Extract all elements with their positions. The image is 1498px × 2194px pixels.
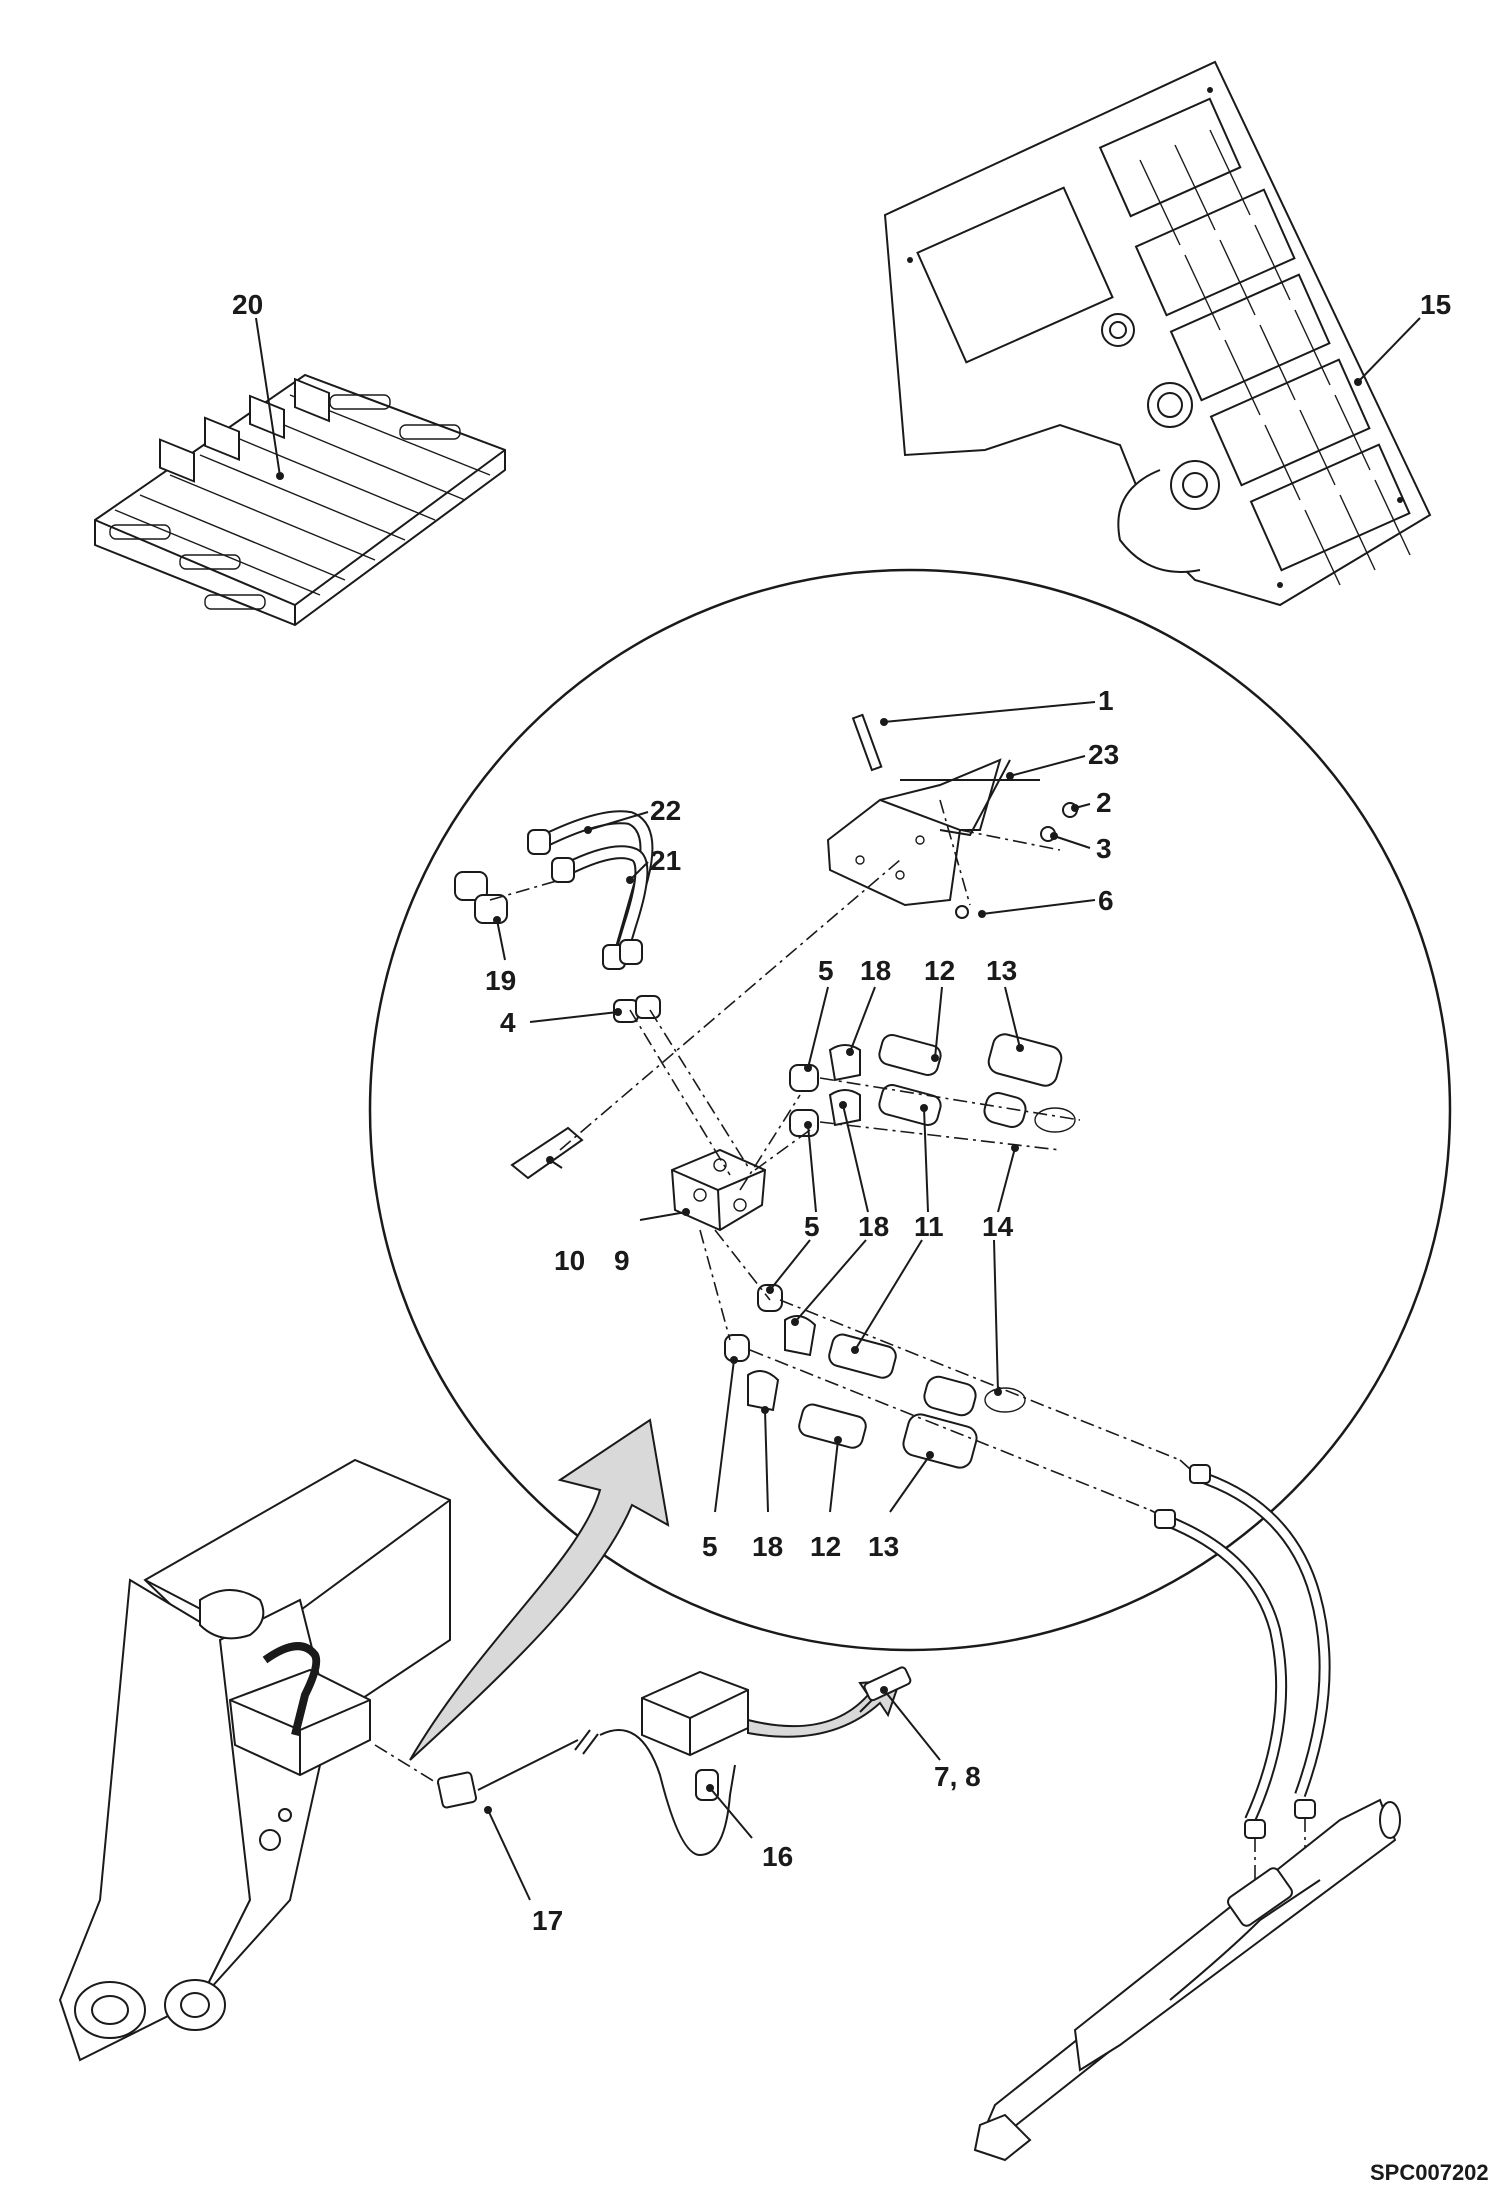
callout-18-mid: 18 <box>858 1211 889 1242</box>
callout-12-top: 12 <box>924 955 955 986</box>
callout-labels: 20 15 1 23 2 3 6 22 21 19 4 5 18 12 13 1… <box>232 289 1451 1936</box>
callout-7-8: 7, 8 <box>934 1761 981 1792</box>
callout-9: 9 <box>614 1245 630 1276</box>
detail-arrow <box>409 1418 670 1761</box>
callout-10: 10 <box>554 1245 585 1276</box>
fitting-19b <box>474 894 508 924</box>
plate-10 <box>510 1126 584 1180</box>
callout-3: 3 <box>1096 833 1112 864</box>
control-module <box>641 1666 912 1757</box>
callout-21: 21 <box>650 845 681 876</box>
lower-coupler-set <box>724 1284 1026 1469</box>
callout-13-bottom: 13 <box>868 1531 899 1562</box>
mounting-bracket <box>826 713 1040 907</box>
assembly-centerlines <box>489 799 1201 1516</box>
callout-1: 1 <box>1098 685 1114 716</box>
callout-19: 19 <box>485 965 516 996</box>
callout-2: 2 <box>1096 787 1112 818</box>
wiring-harness <box>374 1729 736 1857</box>
callout-18-top: 18 <box>860 955 891 986</box>
callout-17: 17 <box>532 1905 563 1936</box>
callout-14: 14 <box>982 1211 1014 1242</box>
callout-18-bottom: 18 <box>752 1531 783 1562</box>
callout-16: 16 <box>762 1841 793 1872</box>
fitting-4b <box>635 995 661 1019</box>
callout-leaders <box>255 317 1421 1901</box>
document-code: SPC007202 <box>1370 2160 1489 2185</box>
relay-fuse-block <box>94 373 506 627</box>
upper-coupler-set <box>789 1033 1076 1137</box>
callout-13-top: 13 <box>986 955 1017 986</box>
callout-22: 22 <box>650 795 681 826</box>
fitting-19a <box>454 871 488 901</box>
valve-manifold <box>670 1148 767 1232</box>
detail-view-circle <box>368 568 1452 1652</box>
callout-4: 4 <box>500 1007 516 1038</box>
loader-arm <box>58 1458 451 2062</box>
callout-11: 11 <box>914 1211 944 1242</box>
callout-5-mid: 5 <box>804 1211 820 1242</box>
callout-12-bottom: 12 <box>810 1531 841 1562</box>
hose-and-cylinder <box>973 1464 1401 2162</box>
callout-20: 20 <box>232 289 263 320</box>
switch-panel <box>883 60 1432 607</box>
callout-5-bottom: 5 <box>702 1531 718 1562</box>
callout-5-top: 5 <box>818 955 834 986</box>
tube-assembly <box>527 810 654 970</box>
callout-23: 23 <box>1088 739 1119 770</box>
callout-6: 6 <box>1098 885 1114 916</box>
callout-15: 15 <box>1420 289 1451 320</box>
